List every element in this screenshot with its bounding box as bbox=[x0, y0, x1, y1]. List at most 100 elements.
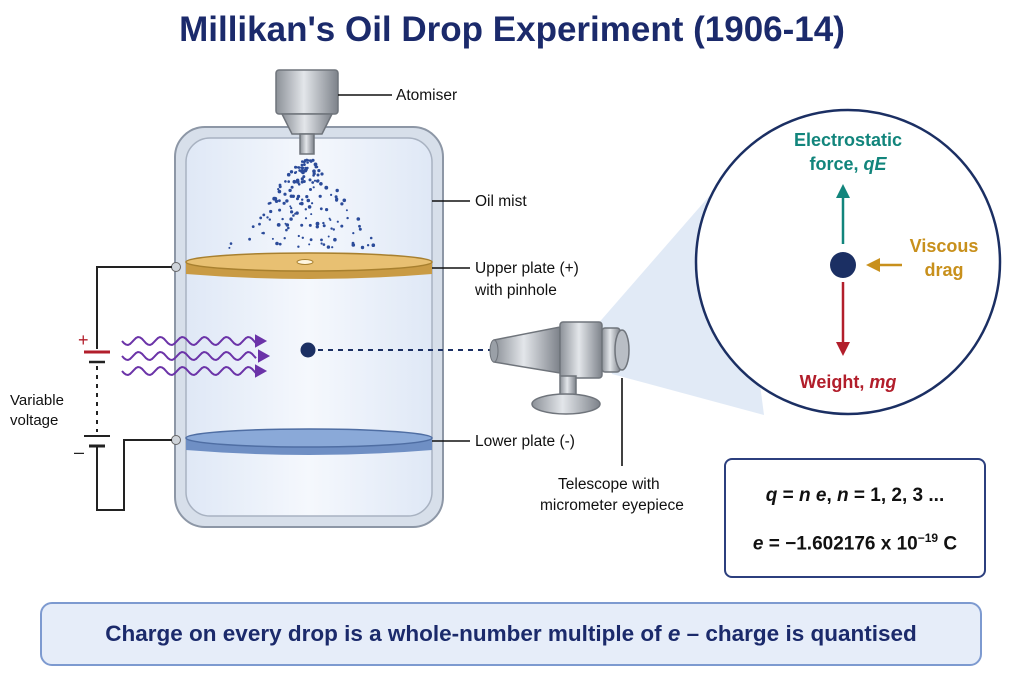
mist-droplet bbox=[358, 224, 361, 228]
pinhole bbox=[296, 259, 314, 265]
mist-droplet bbox=[307, 159, 310, 162]
mist-droplet bbox=[296, 194, 301, 199]
mist-droplet bbox=[301, 160, 304, 163]
mist-droplet bbox=[276, 223, 281, 227]
mist-droplet bbox=[302, 166, 305, 169]
mist-droplet bbox=[351, 243, 356, 247]
mist-droplet bbox=[371, 243, 376, 247]
telescope-label-line1: Telescope with bbox=[558, 476, 660, 493]
mist-droplet bbox=[322, 243, 326, 246]
viscous-label-line1: Viscous bbox=[910, 236, 979, 256]
electrostatic-label-line2: force, qE bbox=[809, 154, 887, 174]
mist-droplet bbox=[335, 188, 339, 193]
mist-droplet bbox=[272, 196, 277, 201]
mist-droplet bbox=[281, 217, 284, 221]
mist-droplet bbox=[292, 214, 295, 217]
mist-droplet bbox=[283, 237, 286, 240]
mist-droplet bbox=[298, 202, 302, 205]
mist-droplet bbox=[300, 223, 304, 227]
mist-droplet bbox=[315, 221, 320, 226]
mist-droplet bbox=[269, 201, 272, 205]
mist-droplet bbox=[298, 166, 301, 169]
mist-droplet bbox=[334, 195, 338, 199]
mist-droplet bbox=[311, 202, 314, 205]
mist-droplet bbox=[311, 158, 315, 162]
radiation-waves bbox=[121, 334, 271, 378]
mist-droplet bbox=[325, 208, 329, 212]
mist-droplet bbox=[309, 238, 313, 242]
mist-droplet bbox=[302, 175, 306, 179]
viscous-label-line2: drag bbox=[924, 260, 963, 280]
mist-droplet bbox=[289, 217, 293, 221]
circuit-wiring bbox=[96, 266, 172, 511]
mist-droplet bbox=[290, 207, 293, 210]
mist-droplet bbox=[309, 188, 312, 191]
mist-droplet bbox=[277, 188, 280, 191]
mist-droplet bbox=[312, 186, 315, 189]
mist-droplet bbox=[310, 213, 313, 216]
atomiser-label: Atomiser bbox=[396, 87, 458, 104]
oil-mist-label: Oil mist bbox=[475, 193, 527, 210]
mist-droplet bbox=[319, 182, 323, 186]
mist-droplet bbox=[311, 181, 315, 184]
mist-droplet bbox=[275, 241, 279, 246]
mist-droplet bbox=[300, 169, 303, 173]
mist-droplet bbox=[336, 220, 339, 223]
mist-droplet bbox=[290, 185, 294, 189]
mist-droplet bbox=[262, 213, 266, 217]
chamber-inner bbox=[185, 137, 433, 517]
mist-droplet bbox=[289, 205, 292, 208]
mist-droplet bbox=[316, 173, 320, 177]
mist-droplet bbox=[345, 209, 348, 212]
upper-plate-label-line2: with pinhole bbox=[475, 282, 557, 299]
mist-droplet bbox=[248, 237, 252, 241]
electrostatic-label-line1: Electrostatic bbox=[794, 130, 902, 150]
mist-droplet bbox=[342, 198, 347, 203]
mist-droplet bbox=[297, 183, 301, 186]
mist-droplet bbox=[313, 162, 318, 167]
telescope-icon bbox=[489, 321, 630, 415]
mist-droplet bbox=[271, 237, 274, 240]
mist-droplet bbox=[328, 217, 331, 220]
mist-droplet bbox=[259, 216, 263, 220]
mist-droplet bbox=[304, 208, 307, 211]
mist-droplet bbox=[305, 167, 308, 170]
mist-droplet bbox=[332, 228, 335, 231]
mist-droplet bbox=[316, 179, 320, 183]
mist-droplet bbox=[258, 222, 261, 226]
mist-droplet bbox=[300, 163, 304, 167]
mist-droplet bbox=[308, 223, 312, 227]
mist-droplet bbox=[360, 245, 365, 250]
mist-droplet bbox=[318, 194, 322, 198]
upper-plate bbox=[185, 252, 433, 279]
conclusion-banner: Charge on every drop is a whole-number m… bbox=[40, 602, 982, 666]
formula-elementary-charge: e = −1.602176 x 10−19 C bbox=[752, 531, 958, 555]
mist-droplet bbox=[285, 199, 289, 203]
telescope-label-line2: micrometer eyepiece bbox=[540, 497, 684, 514]
mist-droplet bbox=[304, 217, 308, 220]
mist-droplet bbox=[301, 198, 304, 201]
atomiser-icon bbox=[275, 69, 339, 155]
mist-droplet bbox=[327, 235, 330, 238]
mist-droplet bbox=[330, 227, 333, 230]
weight-label: Weight, mg bbox=[800, 372, 897, 392]
voltage-label-line1: Variable bbox=[10, 392, 64, 409]
mist-droplet bbox=[324, 185, 329, 190]
mist-droplet bbox=[312, 174, 315, 177]
mist-droplet bbox=[289, 170, 294, 174]
mist-droplet bbox=[366, 244, 370, 247]
mist-droplet bbox=[251, 225, 255, 229]
mist-droplet bbox=[326, 245, 331, 249]
mist-droplet bbox=[335, 199, 338, 202]
mist-droplet bbox=[269, 209, 273, 214]
lower-plate bbox=[185, 428, 433, 455]
mist-droplet bbox=[308, 178, 312, 182]
mist-droplet bbox=[287, 180, 291, 183]
formula-box: q = n e, n = 1, 2, 3 ... e = −1.602176 x… bbox=[724, 458, 986, 578]
mist-droplet bbox=[352, 232, 355, 235]
mist-droplet bbox=[283, 192, 287, 196]
mist-droplet bbox=[229, 242, 233, 245]
formula-quantisation: q = n e, n = 1, 2, 3 ... bbox=[765, 485, 945, 506]
mist-droplet bbox=[284, 222, 287, 225]
